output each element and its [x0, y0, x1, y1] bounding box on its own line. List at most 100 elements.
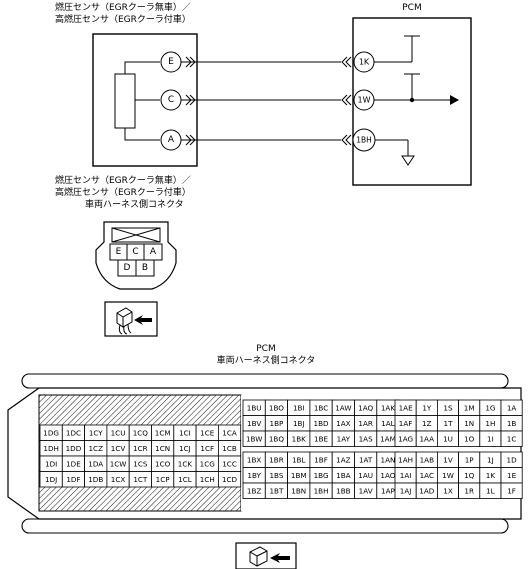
terminal-label: 1BN: [291, 486, 306, 495]
pcm-pin-1w: 1W: [353, 89, 375, 111]
terminal-label: 1AM: [380, 434, 396, 443]
terminal-label: 1AQ: [358, 403, 373, 412]
terminal-label: 1DI: [45, 459, 57, 468]
terminal-label: 1T: [444, 419, 454, 428]
terminal-label: 1F: [507, 486, 516, 495]
terminal-label: 1BC: [314, 403, 328, 412]
pcm-connector-title-line2: 車両ハーネス側コネクタ: [217, 354, 316, 366]
terminal-label: 1CZ: [88, 444, 103, 453]
terminal-label: 1CX: [111, 475, 126, 484]
terminal-label: 1B: [507, 419, 517, 428]
terminal-label: 1Y: [422, 403, 432, 412]
terminal-label: 1M: [464, 403, 475, 412]
terminal-label: 1CD: [222, 475, 238, 484]
terminal-label: 1BX: [247, 455, 262, 464]
terminal-label: 1L: [486, 486, 495, 495]
terminal-label: 1AB: [420, 455, 434, 464]
terminal-label: 1BD: [314, 419, 330, 428]
terminal-label: 1Q: [464, 471, 475, 480]
terminal-label: 1BR: [269, 455, 284, 464]
terminal-label: 1DD: [66, 444, 82, 453]
terminal-label: 1AJ: [400, 486, 412, 495]
terminal-label: 1BK: [292, 434, 307, 443]
terminal-label: 1AK: [381, 403, 395, 412]
terminal-label: 1AI: [400, 471, 412, 480]
terminal-label: 1BT: [269, 486, 284, 495]
terminal-label: 1CB: [222, 444, 237, 453]
terminal-label: 1CO: [155, 459, 171, 468]
terminal-label: 1CE: [200, 428, 215, 437]
pcm-label: PCM: [402, 3, 421, 13]
terminal-label: 1AL: [381, 419, 395, 428]
terminal-label: 1DH: [43, 444, 59, 453]
sensor-title-line1: 燃圧センサ（EGRクーラ無車）／: [55, 1, 191, 13]
terminal-label: 1CQ: [133, 428, 149, 437]
terminal-label: 1BL: [292, 455, 306, 464]
terminal-label: 1DJ: [45, 475, 57, 484]
terminal-label: 1BZ: [247, 486, 262, 495]
sensor-pin-e: E: [160, 51, 182, 73]
terminal-label: 1AA: [419, 434, 434, 443]
terminal-label: 1AC: [420, 471, 434, 480]
terminal-label: 1CR: [133, 444, 148, 453]
sensor-element: [114, 73, 136, 129]
terminal-label: 1U: [443, 434, 453, 443]
terminal-label: 1BA: [336, 471, 351, 480]
terminal-label: 1AT: [359, 455, 373, 464]
terminal-label: 1BI: [293, 403, 305, 412]
svg-text:A: A: [168, 135, 175, 145]
terminal-label: 1CW: [110, 459, 127, 468]
terminal-label: 1BO: [269, 403, 284, 412]
terminal-label: 1CH: [200, 475, 215, 484]
terminal-label: 1AG: [398, 434, 413, 443]
sensor-title-line2: 高燃圧センサ（EGRクーラ付車）: [55, 13, 191, 25]
terminal-label: 1X: [443, 486, 453, 495]
sensor-pin-a: A: [160, 129, 182, 151]
junction-dot: [409, 97, 415, 103]
terminal-label: 1AY: [337, 434, 351, 443]
terminal-label: 1E: [507, 471, 517, 480]
terminal-label: 1CU: [111, 428, 126, 437]
terminal-label: 1CL: [178, 475, 192, 484]
terminal-label: 1BU: [247, 403, 262, 412]
pcm-internal-circuit: [374, 35, 450, 156]
terminal-label: 1CA: [222, 428, 237, 437]
terminal-label: 1BV: [247, 419, 261, 428]
terminal-label: 1AH: [398, 455, 413, 464]
sensor-connector-pin-c: C: [132, 247, 138, 257]
terminal-label: 1DB: [88, 475, 103, 484]
terminal-label: 1DC: [66, 428, 81, 437]
terminal-label: 1AR: [358, 419, 372, 428]
terminal-label: 1CJ: [179, 444, 191, 453]
terminal-label: 1CM: [155, 428, 171, 437]
terminal-label: 1N: [464, 419, 474, 428]
sensor-connector-pin-d: D: [124, 263, 131, 273]
terminal-label: 1CS: [133, 459, 148, 468]
terminal-label: 1CV: [111, 444, 126, 453]
sensor-pin-c: C: [160, 89, 182, 111]
terminal-label: 1P: [465, 455, 475, 464]
svg-text:E: E: [168, 57, 174, 67]
terminal-label: 1D: [507, 455, 518, 464]
terminal-label: 1CC: [222, 459, 237, 468]
terminal-label: 1AD: [419, 486, 434, 495]
terminal-label: 1S: [443, 403, 453, 412]
terminal-label: 1DE: [66, 459, 81, 468]
terminal-label: 1CG: [200, 459, 215, 468]
terminal-label: 1DA: [88, 459, 103, 468]
terminal-label: 1G: [485, 403, 495, 412]
sensor-connector-face: E C A D B: [95, 221, 177, 290]
terminal-label: 1BY: [247, 471, 261, 480]
terminal-cell: [500, 430, 523, 447]
terminal-label: 1BE: [314, 434, 329, 443]
terminal-label: 1Z: [422, 419, 432, 428]
terminal-label: 1O: [464, 434, 475, 443]
terminal-label: 1CI: [179, 428, 191, 437]
terminal-label: 1CF: [200, 444, 214, 453]
terminal-label: 1A: [507, 403, 517, 412]
pcm-pin-1k: 1K: [353, 51, 375, 73]
terminal-label: 1AS: [359, 434, 373, 443]
connector-plug-view-large-icon: [235, 542, 297, 569]
